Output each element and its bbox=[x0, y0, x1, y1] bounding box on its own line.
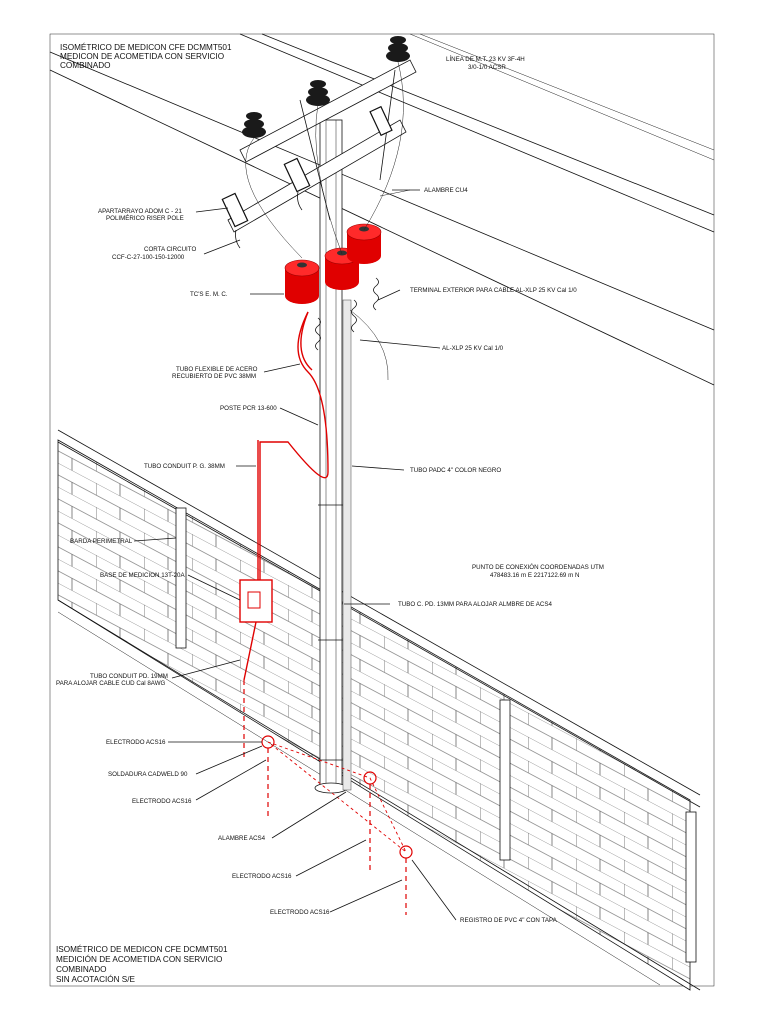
terminations bbox=[315, 277, 379, 351]
label-tubo-cpd: TUBO C. PD. 13MM PARA ALOJAR ALMBRE DE A… bbox=[398, 601, 552, 608]
label-tubo-conduit-pd-1: TUBO CONDUIT PD. 19MM bbox=[90, 673, 168, 680]
label-tubo-conduit-pd-2: PARA ALOJAR CABLE CUD Cal 8AWG bbox=[56, 680, 166, 687]
insulators bbox=[242, 36, 410, 138]
title-block-bottom: ISOMÉTRICO DE MEDICON CFE DCMMT501 MEDIC… bbox=[56, 944, 228, 984]
title-top-line3: COMBINADO bbox=[60, 61, 111, 70]
label-soldadura: SOLDADURA CADWELD 90 bbox=[108, 771, 188, 778]
label-apartarrayo-2: POLIMÉRICO RISER POLE bbox=[106, 215, 184, 222]
label-apartarrayo-1: APARTARRAYO ADOM C - 21 bbox=[98, 208, 182, 215]
wires bbox=[245, 61, 411, 381]
label-linea-mt-2: 3/0-1/0 ACSR bbox=[468, 64, 506, 71]
label-alambre-cu4: ALAMBRE CU4 bbox=[424, 187, 468, 194]
title-top-line1: ISOMÉTRICO DE MEDICON CFE DCMMT501 bbox=[60, 42, 232, 52]
title-bottom-line3: COMBINADO bbox=[56, 965, 107, 974]
label-registro-pvc: REGISTRO DE PVC 4" CON TAPA bbox=[460, 917, 558, 924]
padc-tube bbox=[342, 299, 352, 791]
callout-labels: LÍNEA DE M.T. 23 KV 3F-4H 3/0-1/0 ACSR A… bbox=[56, 56, 604, 924]
label-electrodo-4: ELECTRODO ACS16 bbox=[270, 909, 330, 916]
label-tubo-padc: TUBO PADC 4" COLOR NEGRO bbox=[410, 467, 501, 474]
ct-1 bbox=[284, 259, 320, 304]
title-bottom-line1: ISOMÉTRICO DE MEDICON CFE DCMMT501 bbox=[56, 944, 228, 954]
arresters-cutouts bbox=[221, 105, 393, 249]
label-corta-circuito-2: CCF-C-27-100-150-12000 bbox=[112, 254, 185, 261]
insulator-1 bbox=[242, 112, 266, 138]
label-linea-mt-1: LÍNEA DE M.T. 23 KV 3F-4H bbox=[446, 56, 525, 63]
label-tubo-flexible-1: TUBO FLEXIBLE DE ACERO bbox=[176, 366, 258, 373]
ct-3 bbox=[346, 223, 382, 264]
title-bottom-line4: SIN ACOTACIÓN S/E bbox=[56, 974, 136, 984]
label-electrodo-3: ELECTRODO ACS16 bbox=[232, 873, 292, 880]
title-top-line2: MEDICON DE ACOMETIDA CON SERVICIO bbox=[60, 52, 224, 61]
label-terminal-exterior: TERMINAL EXTERIOR PARA CABLE AL-XLP 25 K… bbox=[410, 287, 577, 294]
label-punto-conexion-1: PUNTO DE CONEXIÓN COORDENADAS UTM bbox=[472, 564, 604, 571]
label-electrodo-1: ELECTRODO ACS16 bbox=[106, 739, 166, 746]
overhead-lines bbox=[49, 33, 715, 386]
label-tcs: TC'S E. M. C. bbox=[190, 291, 228, 298]
label-alambre-acs4: ALAMBRE ACS4 bbox=[218, 835, 266, 842]
label-poste: POSTE PCR 13-600 bbox=[220, 405, 277, 412]
label-punto-conexion-2: 478483.16 m E 2217122.69 m N bbox=[490, 572, 579, 579]
title-block-top: ISOMÉTRICO DE MEDICON CFE DCMMT501 MEDIC… bbox=[60, 42, 232, 70]
insulator-3 bbox=[386, 36, 410, 62]
label-base-medicion: BASE DE MEDICION 13T-20A bbox=[100, 572, 185, 579]
label-al-xlp: AL-XLP 25 KV Cal 1/0 bbox=[442, 345, 504, 352]
pole bbox=[314, 119, 348, 794]
current-transformers bbox=[284, 223, 382, 304]
title-bottom-line2: MEDICIÓN DE ACOMETIDA CON SERVICIO bbox=[56, 954, 222, 964]
label-barda: BARDA PERIMETRAL bbox=[70, 538, 133, 545]
red-conduit bbox=[239, 311, 329, 760]
insulator-2 bbox=[306, 80, 330, 106]
leaders bbox=[133, 189, 457, 921]
label-corta-circuito-1: CORTA CIRCUITO bbox=[144, 246, 196, 253]
drawing-frame bbox=[49, 33, 715, 987]
label-electrodo-2: ELECTRODO ACS16 bbox=[132, 798, 192, 805]
label-tubo-conduit-pg: TUBO CONDUIT P. G. 38MM bbox=[144, 463, 225, 470]
perimeter-wall bbox=[57, 429, 701, 991]
label-tubo-flexible-2: RECUBIERTO DE PVC 38MM bbox=[172, 373, 256, 380]
